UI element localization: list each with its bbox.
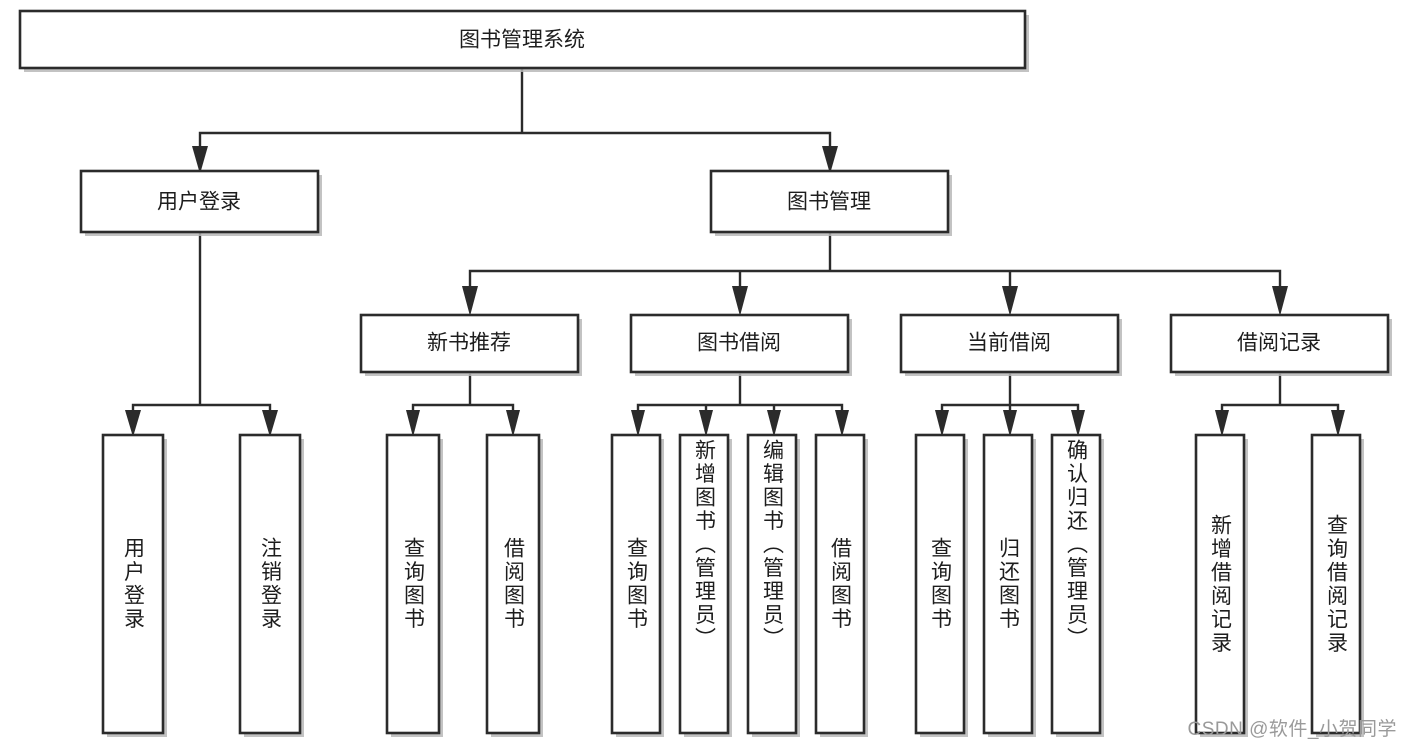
leaf-confirm-return-label: 确认归还（管理员） — [1064, 439, 1088, 651]
leaf-query-book-1-label: 查询图书 — [401, 537, 425, 631]
leaf-user-login[interactable]: 用户登录 — [101, 433, 167, 737]
arrow-to-leaf-edit-book — [767, 410, 781, 437]
arrow-to-borrow-record — [1272, 286, 1288, 316]
arrow-to-user-login — [192, 146, 208, 174]
arrow-to-leaf-add-book — [699, 410, 713, 437]
leaf-query-book-2-label: 查询图书 — [624, 537, 648, 631]
leaf-borrow-book-2-label: 借阅图书 — [828, 537, 852, 631]
leaf-borrow-book-1[interactable]: 借阅图书 — [485, 433, 543, 737]
user-login-box[interactable] — [79, 169, 320, 234]
leaf-query-book-3-label: 查询图书 — [928, 537, 952, 631]
arrow-to-leaf-add-record — [1215, 410, 1229, 437]
connector-user-login-to-leaves — [131, 231, 272, 422]
leaf-borrow-book-2[interactable]: 借阅图书 — [814, 433, 868, 737]
connector-book-borrow-to-leaves — [636, 373, 844, 420]
current-borrow-label: 当前借阅 — [967, 332, 1051, 355]
new-book-recommend-label: 新书推荐 — [427, 332, 511, 355]
leaf-add-record-box[interactable] — [1194, 433, 1246, 735]
book-borrow-box[interactable] — [629, 313, 850, 374]
leaf-user-login-box[interactable] — [101, 433, 165, 735]
leaf-edit-book-label: 编辑图书（管理员） — [760, 439, 784, 651]
leaf-add-record[interactable]: 新增借阅记录 — [1194, 433, 1248, 737]
borrow-record-box[interactable] — [1169, 313, 1390, 374]
connector-root-to-level2 — [198, 67, 832, 158]
leaf-add-book-label: 新增图书（管理员） — [692, 439, 716, 651]
node-borrow-record[interactable]: 借阅记录 — [1169, 313, 1392, 376]
leaf-add-record-label: 新增借阅记录 — [1208, 513, 1232, 655]
leaf-add-book[interactable]: 新增图书（管理员） — [678, 433, 732, 737]
leaf-return-book-box[interactable] — [982, 433, 1034, 735]
leaf-query-book-2-box[interactable] — [610, 433, 662, 735]
root-label: 图书管理系统 — [459, 29, 585, 52]
node-root[interactable]: 图书管理系统 — [18, 9, 1029, 72]
leaf-confirm-return-box[interactable] — [1050, 433, 1102, 735]
user-login-label: 用户登录 — [157, 191, 241, 214]
book-borrow-label: 图书借阅 — [697, 332, 781, 355]
arrow-to-leaf-query-book-2 — [631, 410, 645, 437]
leaf-return-book-label: 归还图书 — [996, 537, 1020, 631]
arrow-to-leaf-query-record — [1331, 410, 1345, 437]
new-book-recommend-box[interactable] — [359, 313, 580, 374]
leaf-return-book[interactable]: 归还图书 — [982, 433, 1036, 737]
arrow-to-current-borrow — [1002, 286, 1018, 316]
arrow-to-leaf-user-login — [125, 410, 141, 437]
leaf-borrow-book-2-box[interactable] — [814, 433, 866, 735]
arrow-to-leaf-return-book — [1003, 410, 1017, 437]
arrow-to-leaf-query-book-3 — [935, 410, 949, 437]
book-manage-box[interactable] — [709, 169, 950, 234]
node-book-borrow[interactable]: 图书借阅 — [629, 313, 852, 376]
arrow-to-leaf-borrow-book-1 — [506, 410, 520, 437]
leaf-logout-login-label: 注销登录 — [258, 537, 282, 631]
connectors — [125, 67, 1345, 437]
connector-book-manage-to-level3 — [468, 231, 1282, 290]
arrow-to-leaf-borrow-book-2 — [835, 410, 849, 437]
node-current-borrow[interactable]: 当前借阅 — [899, 313, 1122, 376]
leaf-query-book-1[interactable]: 查询图书 — [385, 433, 443, 737]
arrow-to-book-borrow — [732, 286, 748, 316]
leaf-logout-login-box[interactable] — [238, 433, 302, 735]
leaf-query-book-3-box[interactable] — [914, 433, 966, 735]
connector-borrow-record-to-leaves — [1220, 373, 1340, 420]
node-book-manage[interactable]: 图书管理 — [709, 169, 952, 236]
arrow-to-new-book-recommend — [462, 286, 478, 316]
leaf-confirm-return[interactable]: 确认归还（管理员） — [1050, 433, 1104, 737]
arrow-to-leaf-query-book-1 — [406, 410, 420, 437]
arrow-to-leaf-logout-login — [262, 410, 278, 437]
leaf-edit-book-box[interactable] — [746, 433, 798, 735]
leaf-borrow-book-1-box[interactable] — [485, 433, 541, 735]
leaf-borrow-book-1-label: 借阅图书 — [501, 537, 525, 631]
arrow-to-book-manage — [822, 146, 838, 174]
leaf-query-record-box[interactable] — [1310, 433, 1362, 735]
leaf-query-book-1-box[interactable] — [385, 433, 441, 735]
leaf-add-book-box[interactable] — [678, 433, 730, 735]
leaf-logout-login[interactable]: 注销登录 — [238, 433, 304, 737]
leaf-query-record[interactable]: 查询借阅记录 — [1310, 433, 1364, 737]
leaf-query-book-2[interactable]: 查询图书 — [610, 433, 664, 737]
current-borrow-box[interactable] — [899, 313, 1120, 374]
node-new-book-recommend[interactable]: 新书推荐 — [359, 313, 582, 376]
leaf-query-book-3[interactable]: 查询图书 — [914, 433, 968, 737]
node-user-login[interactable]: 用户登录 — [79, 169, 322, 236]
leaf-user-login-label: 用户登录 — [121, 537, 145, 631]
leaf-query-record-label: 查询借阅记录 — [1324, 513, 1348, 655]
root-box[interactable] — [18, 9, 1027, 70]
connector-new-book-recommend-to-leaves — [411, 373, 515, 420]
arrow-to-leaf-confirm-return — [1071, 410, 1085, 437]
leaf-edit-book[interactable]: 编辑图书（管理员） — [746, 433, 800, 737]
borrow-record-label: 借阅记录 — [1237, 332, 1321, 355]
book-manage-label: 图书管理 — [787, 191, 871, 214]
